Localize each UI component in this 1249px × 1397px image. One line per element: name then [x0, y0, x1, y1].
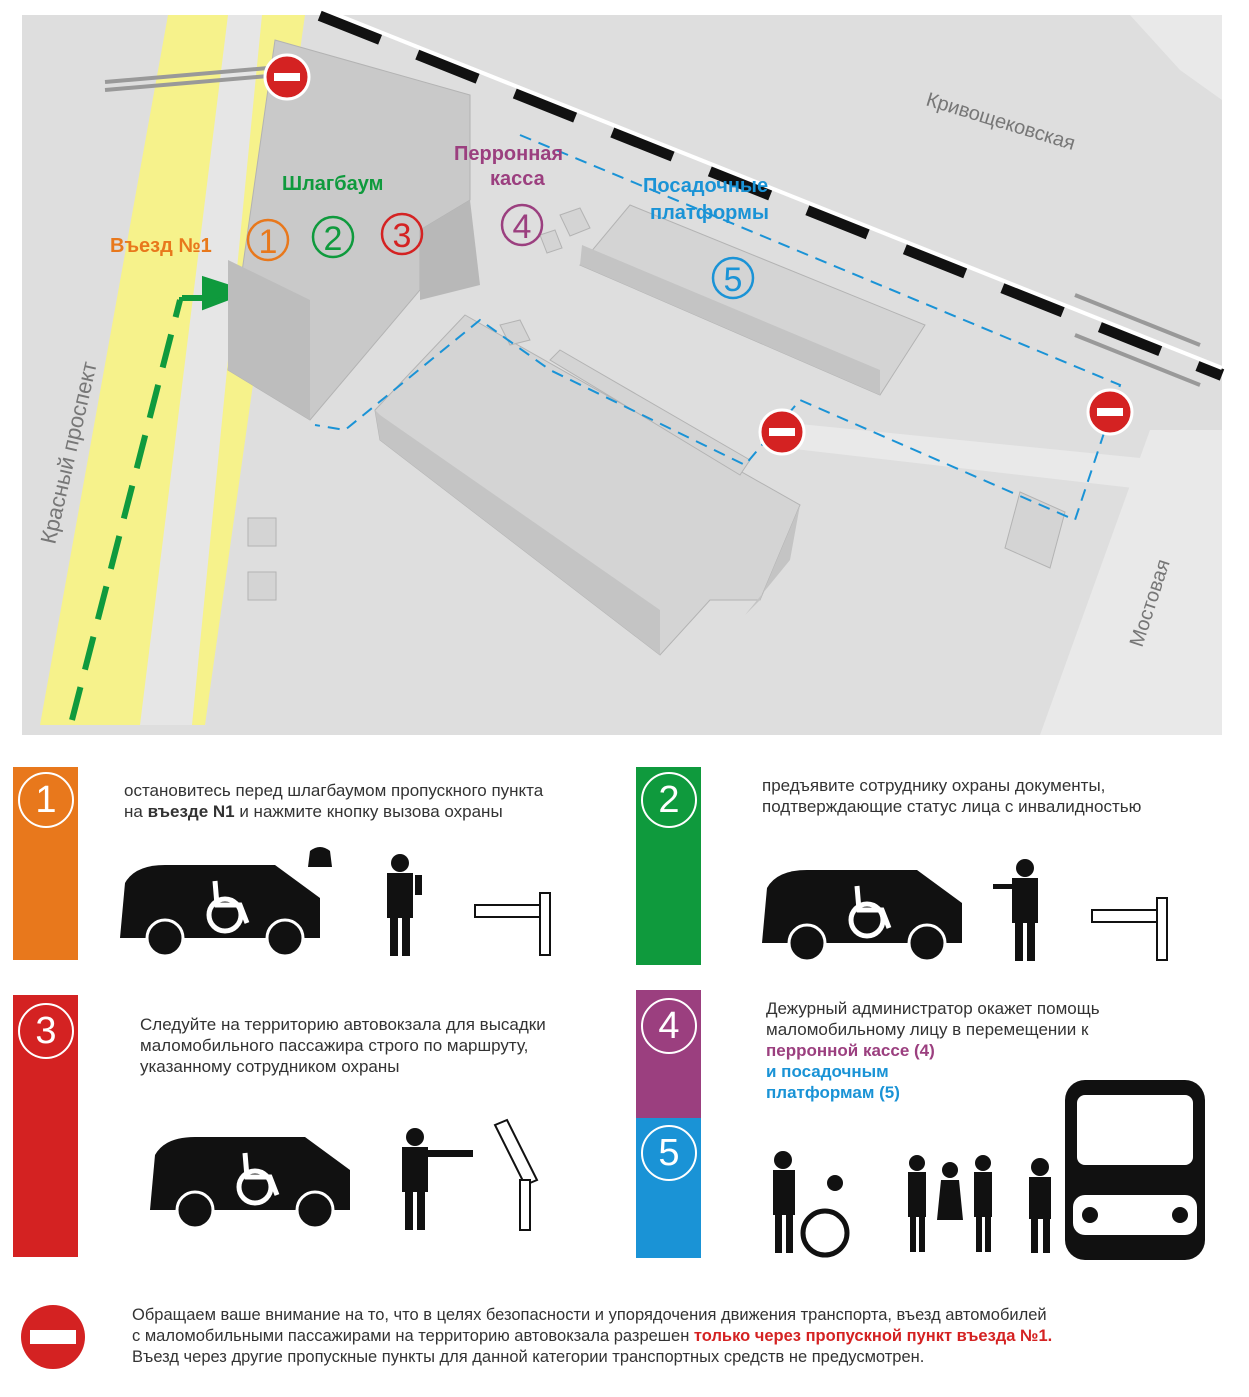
wheelchair-icon: [236, 1152, 280, 1206]
route-arrow-line: [69, 299, 183, 721]
label-kassa-2: касса: [490, 168, 546, 190]
step1-number: 1: [18, 772, 74, 828]
step4-number: 4: [641, 998, 697, 1054]
map-num-5: 5: [724, 261, 743, 299]
no-entry-icon: [1086, 388, 1134, 436]
guard-icon: [387, 854, 422, 956]
bus-icon: [1065, 1080, 1205, 1260]
label-platform-2: платформы: [650, 202, 769, 224]
map-num-3: 3: [393, 217, 412, 255]
bell-icon: [308, 847, 332, 867]
label-barrier: Шлагбаум: [282, 173, 383, 195]
step1-text: остановитесь перед шлагбаумом пропускног…: [124, 781, 544, 821]
label-kassa-1: Перронная: [454, 143, 563, 165]
label-entry: Въезд №1: [110, 235, 212, 257]
label-platform-1: Посадочные: [643, 175, 768, 197]
step5-number: 5: [641, 1125, 697, 1181]
barrier-icon: [1091, 897, 1168, 961]
boarding-person-icon: [1029, 1158, 1051, 1253]
step45-illustration: [773, 1080, 1205, 1260]
guard-icon: [402, 1128, 473, 1230]
railway: [317, 9, 1225, 381]
step2-number: 2: [641, 772, 697, 828]
step2-text: предъявите сотруднику охраны документы, …: [762, 776, 1142, 816]
wheelchair-icon: [206, 880, 250, 934]
step3-text: Следуйте на территорию автовокзала для в…: [140, 1015, 546, 1076]
map-num-2: 2: [324, 220, 343, 258]
no-entry-icon: [758, 408, 806, 456]
helper-with-wheelchair-icon: [773, 1151, 850, 1258]
barrier-icon: [474, 892, 551, 956]
wheelchair-icon: [848, 885, 892, 939]
passengers-icon: [908, 1155, 992, 1252]
map-num-4: 4: [513, 208, 532, 246]
barrier-open-icon: [493, 1118, 539, 1231]
map: 1 2 3 4 5 Въезд №1 Шлагбаум Перронная ка…: [22, 9, 1225, 735]
no-entry-icon: [263, 53, 311, 101]
step2-illustration: [762, 859, 1168, 963]
step1-illustration: [120, 847, 551, 958]
wheel-icon: [145, 918, 185, 958]
entry-arrow-icon: [179, 275, 252, 311]
road-mostovaya: [1040, 430, 1222, 735]
step3-illustration: [150, 1118, 539, 1231]
no-entry-icon: [21, 1305, 85, 1369]
map-num-1: 1: [259, 223, 278, 261]
step3-number: 3: [18, 1003, 74, 1059]
notice-text: Обращаем ваше внимание на то, что в целя…: [132, 1306, 1053, 1366]
guard-icon: [993, 859, 1038, 961]
step45-text: Дежурный администратор окажет помощь мал…: [766, 999, 1100, 1102]
